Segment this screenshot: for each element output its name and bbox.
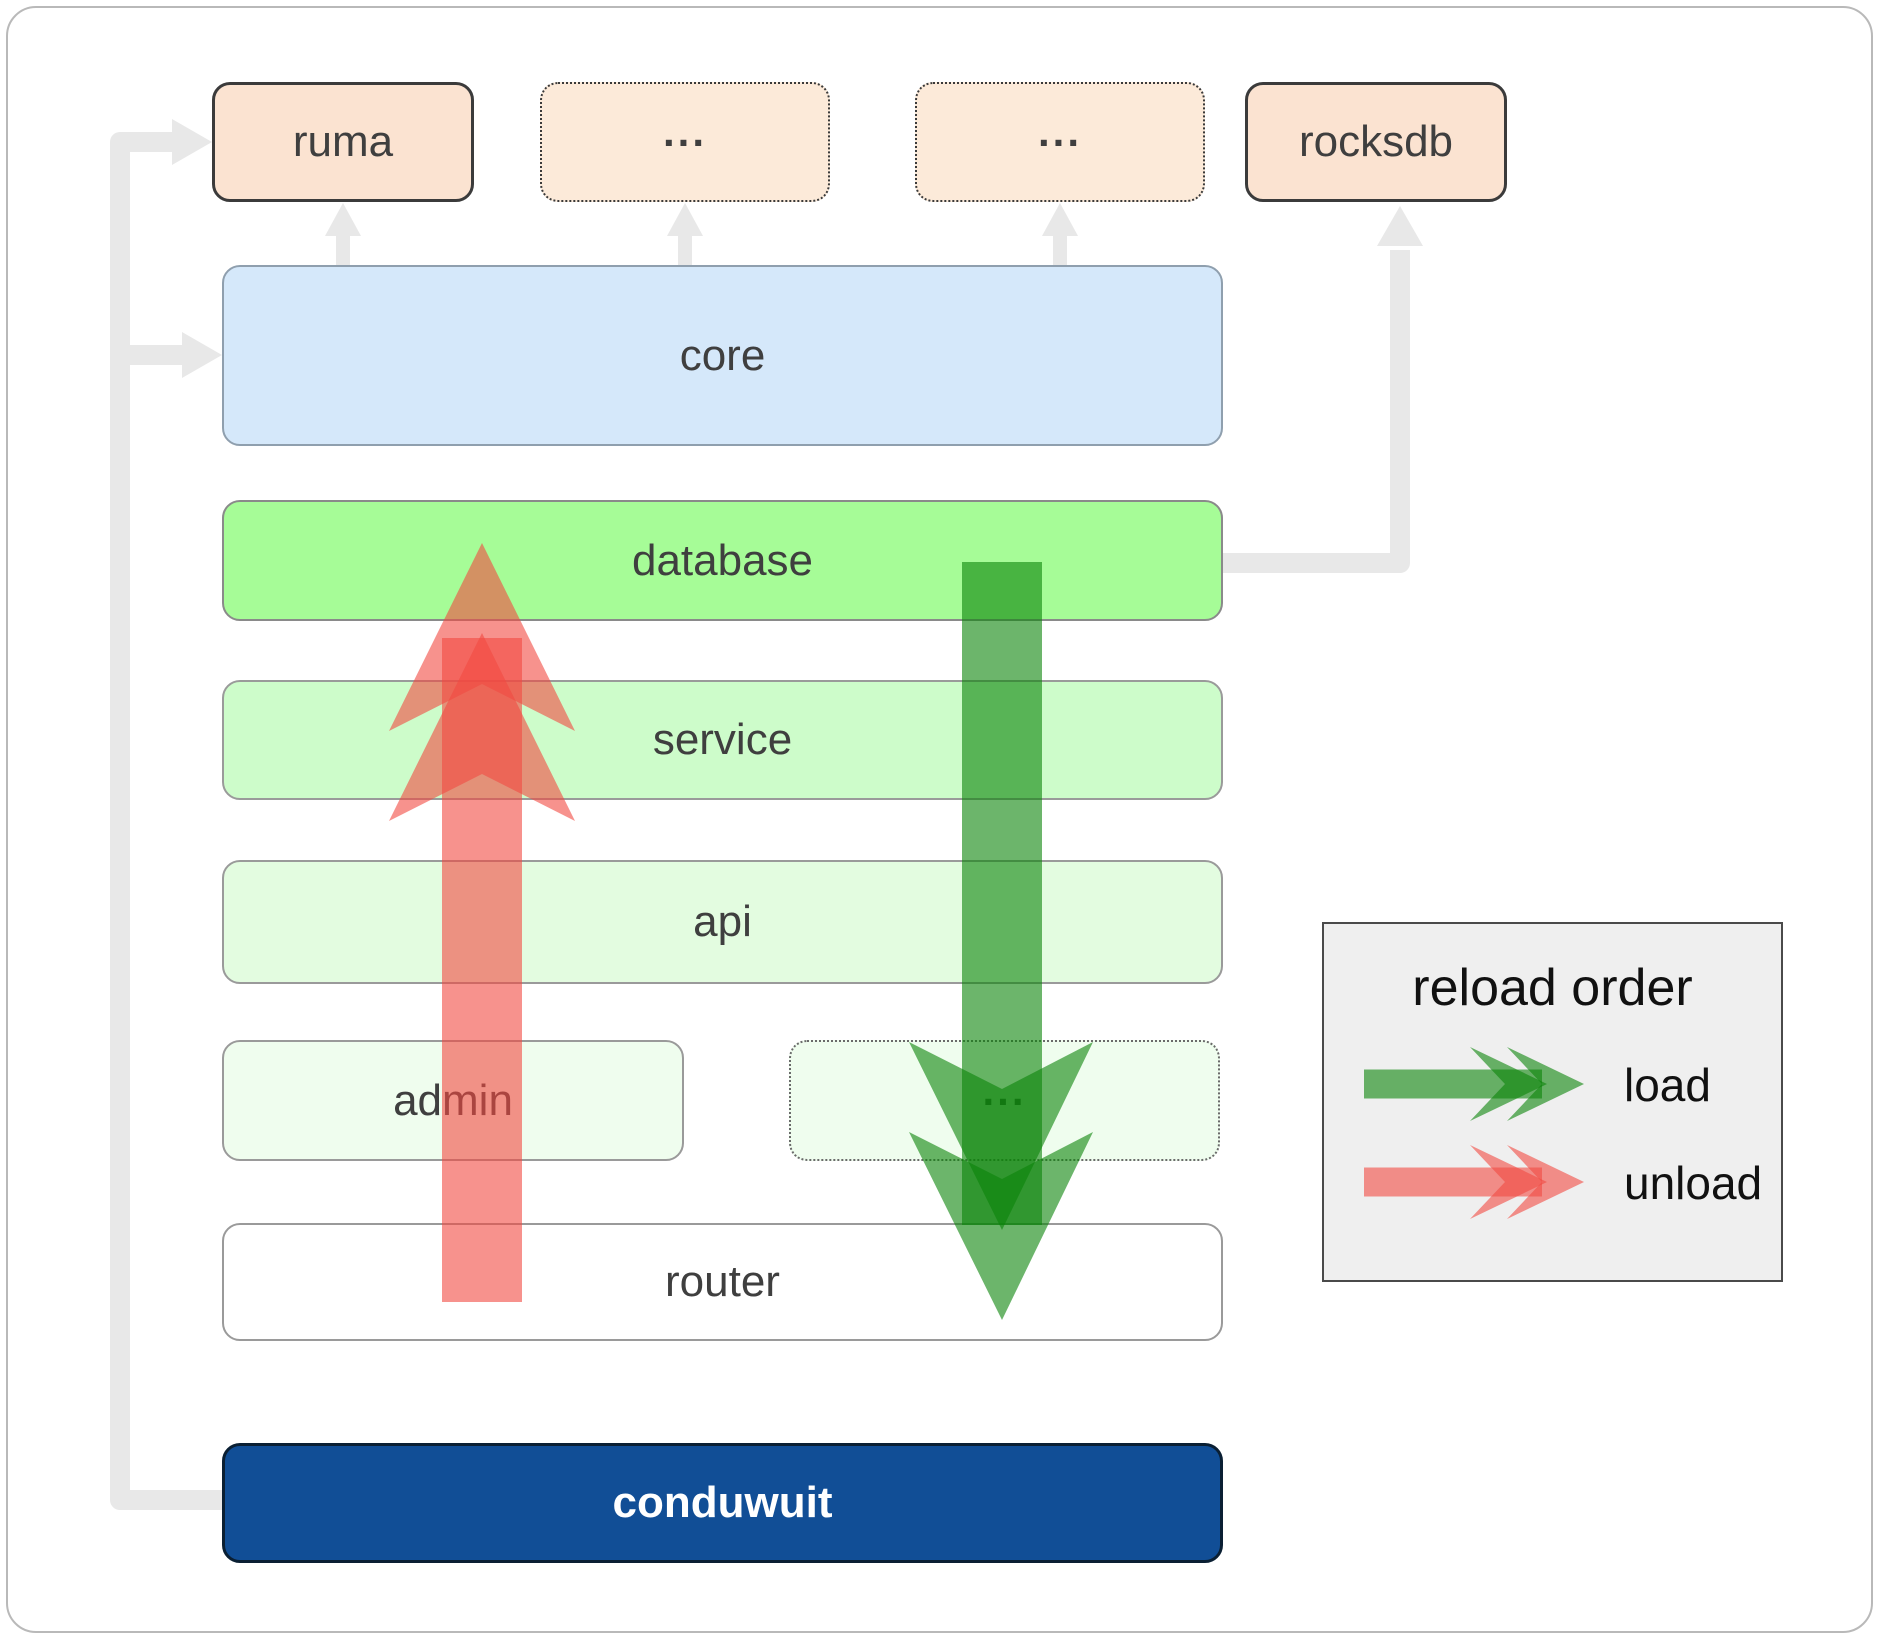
box-core-label: core [679,330,766,380]
legend-reload-order: reload order load unload [1322,922,1783,1282]
legend-title: reload order [1412,959,1693,1017]
box-database-label: database [631,535,814,585]
box-api-label: api [693,897,752,946]
box-admin: admin [222,1040,684,1161]
box-core: core [222,265,1223,446]
legend-arrows [1364,1047,1584,1219]
box-ruma: ruma [212,82,474,202]
box-rocksdb: rocksdb [1245,82,1507,202]
box-conduwuit-label: conduwuit [612,1478,833,1527]
box-admin-label: admin [393,1075,513,1125]
box-service: service [222,680,1223,800]
legend-load-label: load [1624,1059,1711,1111]
box-router-label: router [665,1257,780,1306]
box-ellipsis-3: ... [789,1040,1220,1161]
box-ellipsis-1: ... [540,82,830,202]
box-router: router [222,1223,1223,1341]
box-ellipsis-1-label: ... [662,108,707,155]
box-rocksdb-label: rocksdb [1298,117,1454,166]
box-conduwuit: conduwuit [222,1443,1223,1563]
legend-unload-arrow-icon [1364,1145,1584,1219]
box-ellipsis-3-label: ... [982,1066,1027,1114]
box-ellipsis-2-label: ... [1037,108,1082,155]
box-ruma-label: ruma [292,117,394,166]
box-database: database [222,500,1223,621]
legend-load-arrow-icon [1364,1047,1584,1121]
box-service-label: service [652,715,793,764]
box-api: api [222,860,1223,984]
diagram-outer-frame [6,6,1873,1633]
legend-unload-label: unload [1624,1157,1763,1209]
box-ellipsis-2: ... [915,82,1205,202]
